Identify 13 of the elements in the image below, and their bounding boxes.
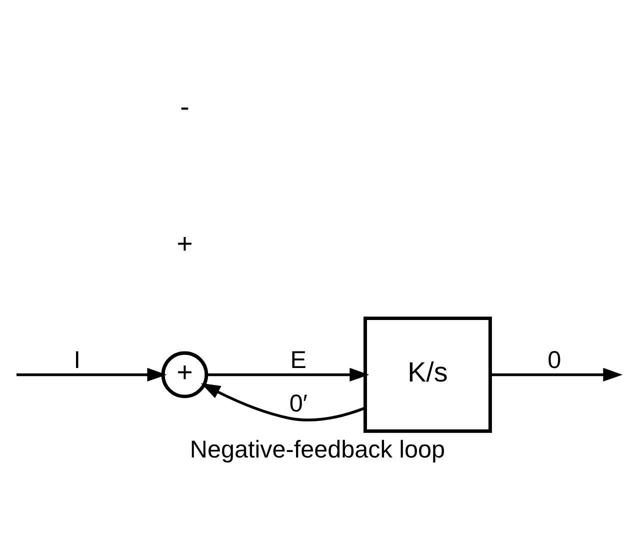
edge-label: 0′ <box>289 390 308 418</box>
arrow <box>200 383 366 422</box>
edge-label: E <box>290 347 307 374</box>
label: - <box>180 90 190 122</box>
arrow <box>206 368 370 382</box>
label: + <box>176 228 193 259</box>
edge-label: 0 <box>548 347 562 374</box>
arrow <box>490 368 623 382</box>
arrow <box>16 368 167 382</box>
edge-label: I <box>74 347 80 374</box>
node-circle: + <box>161 351 208 398</box>
caption: Negative-feedback loop <box>190 436 446 464</box>
node-box: K/s <box>364 316 492 433</box>
